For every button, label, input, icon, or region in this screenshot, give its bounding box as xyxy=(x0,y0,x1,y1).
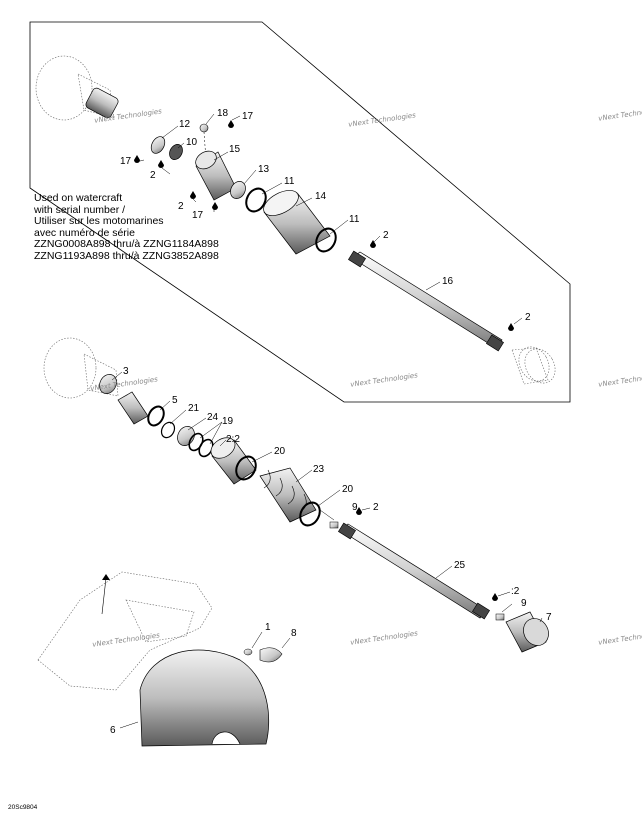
clamp-11a xyxy=(245,187,267,213)
seal-13 xyxy=(230,181,246,199)
grease-fitting-18 xyxy=(199,123,209,161)
callout-14: 14 xyxy=(315,191,327,202)
sleeve-14 xyxy=(263,190,331,255)
note-line-6: ZZNG1193A898 thru/à ZZNG3852A898 xyxy=(34,249,219,262)
callout-21: 21 xyxy=(188,403,200,414)
note-line-4: avec numéro de série xyxy=(34,226,135,239)
clamp-20a xyxy=(235,455,257,481)
plug-8 xyxy=(259,637,291,663)
callout-17c: 17 xyxy=(192,210,204,221)
callout-17a: 17 xyxy=(242,111,254,122)
callout-20a: 20 xyxy=(274,446,286,457)
callout-7: 7 xyxy=(546,612,552,623)
callout-22: 2:2 xyxy=(226,434,240,445)
callout-11b: 11 xyxy=(349,214,360,225)
callout-2c: 2 xyxy=(383,230,389,241)
callout-8: 8 xyxy=(291,628,297,639)
reverse-gate-ghost xyxy=(37,571,213,691)
engine-ghost-lower xyxy=(43,337,97,399)
drive-shaft-25 xyxy=(338,522,490,620)
note-line-5: ZZNG0008A898 thru/à ZZNG1184A898 xyxy=(34,238,219,251)
fitting-9a xyxy=(329,521,339,529)
callout-11a: 11 xyxy=(284,176,295,187)
diagram-code: 20Sc9804 xyxy=(8,804,38,811)
callout-2a: 2 xyxy=(150,170,156,181)
support-22 xyxy=(210,437,257,485)
callout-2f: :2 xyxy=(511,586,520,597)
callout-25: 25 xyxy=(454,560,466,571)
serial-number-note: Used on watercraft with serial number / … xyxy=(34,192,219,263)
clamp-20b xyxy=(299,501,321,527)
callout-13: 13 xyxy=(258,164,270,175)
callout-2b: 2 xyxy=(178,201,184,212)
note-line-3: Utiliser sur les motomarines xyxy=(34,215,164,228)
callout-24: 24 xyxy=(207,412,219,423)
callout-12: 12 xyxy=(179,119,191,130)
pump-coupling-7 xyxy=(505,611,549,653)
sealant-drops-upper xyxy=(134,120,514,331)
callout-19: 19 xyxy=(222,416,234,427)
callout-2e: 2 xyxy=(373,502,379,513)
callout-16: 16 xyxy=(442,276,454,287)
engine-ghost-upper xyxy=(35,55,93,121)
callout-6: 6 xyxy=(110,725,116,736)
callout-20b: 20 xyxy=(342,484,354,495)
drive-shaft-16 xyxy=(348,250,504,352)
coupling-upper xyxy=(85,87,119,119)
callout-18: 18 xyxy=(217,108,229,119)
leader-lines-upper xyxy=(135,113,523,325)
callout-2d: 2 xyxy=(525,312,531,323)
boot-23 xyxy=(259,467,317,523)
seal-12 xyxy=(150,136,166,154)
screw-1 xyxy=(243,631,263,656)
shaft-end-5 xyxy=(117,391,165,427)
upper-section-frame xyxy=(29,21,571,403)
callout-1: 1 xyxy=(265,622,271,633)
callout-9a: 9 xyxy=(352,502,358,513)
callout-23: 23 xyxy=(313,464,325,475)
pump-cover-6 xyxy=(139,649,270,747)
housing-15 xyxy=(195,150,237,201)
callout-5: 5 xyxy=(172,395,178,406)
pump-ghost-lower xyxy=(518,346,550,382)
bearing-10 xyxy=(169,144,183,160)
leader-lines-lower xyxy=(111,371,543,623)
callout-labels: 18 17 12 10 15 17 2 13 11 2 17 14 11 2 1… xyxy=(110,108,552,736)
circlip-21 xyxy=(160,421,176,439)
coupler-3 xyxy=(99,374,117,394)
callout-10: 10 xyxy=(186,137,198,148)
note-line-1: Used on watercraft xyxy=(34,192,123,204)
pump-ghost-upper xyxy=(524,348,556,384)
clamp-11b xyxy=(315,227,337,253)
note-line-2: with serial number / xyxy=(34,203,126,216)
sealant-drops-lower xyxy=(356,507,498,601)
callout-9b: 9 xyxy=(521,598,527,609)
callout-15: 15 xyxy=(229,144,241,155)
callout-17b: 17 xyxy=(120,156,132,167)
callout-3: 3 xyxy=(123,366,129,377)
fitting-9b xyxy=(495,613,505,621)
